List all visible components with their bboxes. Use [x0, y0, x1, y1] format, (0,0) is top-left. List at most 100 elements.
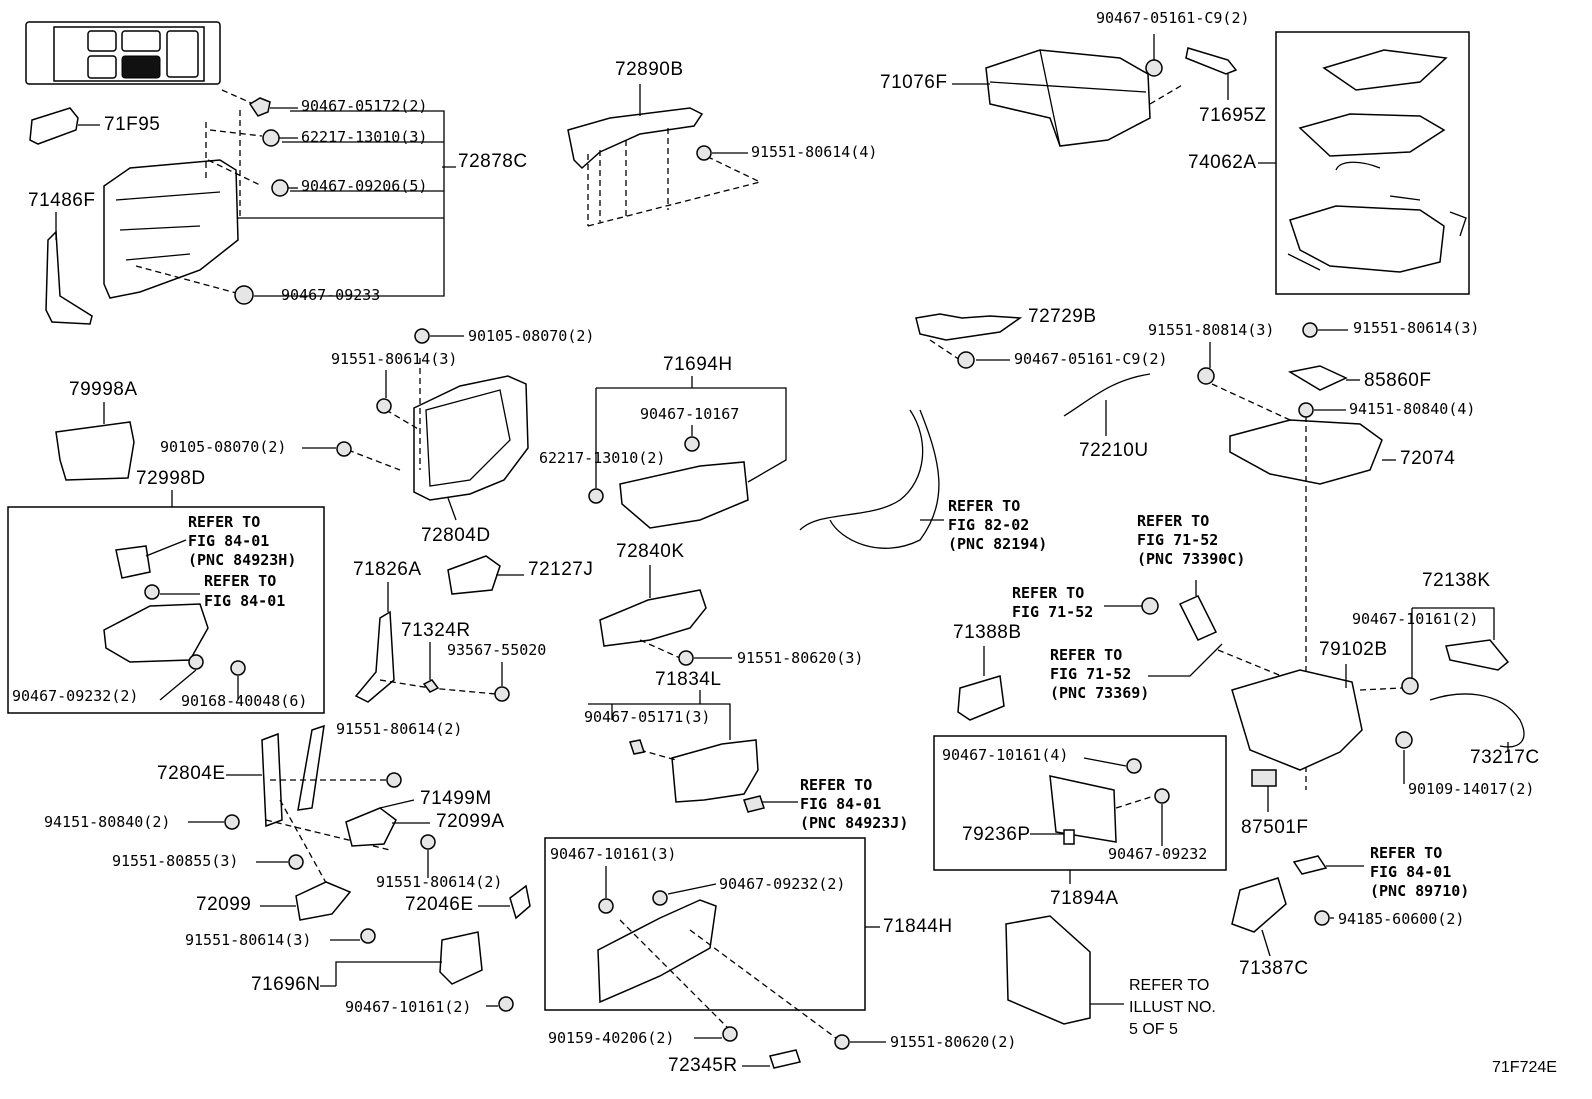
label-62217-13010-3: 62217-13010(3)	[301, 128, 427, 146]
label-71696n: 71696N	[251, 974, 321, 995]
label-72878c: 72878C	[458, 151, 528, 172]
part-72729b	[799, 313, 1023, 549]
label-90109-14017: 90109-14017(2)	[1408, 780, 1534, 798]
label-refer-illust-2: ILLUST NO.	[1129, 999, 1216, 1016]
label-ref-84-01-a3: (PNC 84923H)	[188, 551, 296, 569]
part-72804d	[302, 328, 529, 521]
label-refer-illust-1: REFER TO	[1129, 977, 1209, 994]
part-71696n	[320, 931, 514, 1012]
label-refer-illust-3: 5 OF 5	[1129, 1021, 1178, 1038]
label-91551-80620-3: 91551-80620(3)	[737, 649, 863, 667]
label-72840k: 72840K	[616, 541, 685, 562]
label-diagram-code: 71F724E	[1492, 1059, 1557, 1076]
label-ref-82-02-2: FIG 82-02	[948, 516, 1029, 534]
box-74062a	[1258, 31, 1470, 295]
part-71486f	[45, 212, 93, 325]
label-ref-71-52-b1: REFER TO	[1012, 584, 1084, 602]
label-91551-80814: 91551-80814(3)	[1148, 321, 1274, 339]
label-71324r: 71324R	[401, 620, 471, 641]
label-71f95: 71F95	[104, 114, 160, 135]
box-71844h	[544, 837, 886, 1069]
label-85860f: 85860F	[1364, 370, 1431, 391]
label-90467-09206: 90467-09206(5)	[301, 177, 427, 195]
label-71844h: 71844H	[883, 916, 953, 937]
part-71499m	[345, 799, 436, 878]
label-71388b: 71388B	[953, 622, 1022, 643]
label-79236p: 79236P	[962, 824, 1031, 845]
label-94151-80840-2: 94151-80840(2)	[44, 813, 170, 831]
label-79998a: 79998A	[69, 379, 138, 400]
label-91551-80614-3b: 91551-80614(3)	[1353, 319, 1479, 337]
label-71834l: 71834L	[655, 669, 721, 690]
label-90467-05172: 90467-05172(2)	[301, 97, 427, 115]
part-71076f	[952, 34, 1238, 147]
label-72074: 72074	[1400, 448, 1455, 469]
label-90467-09232-b: 90467-09232	[1108, 845, 1207, 863]
label-71694h: 71694H	[663, 354, 733, 375]
label-ref-84-01-d1: REFER TO	[1370, 844, 1442, 862]
clips-72878c	[234, 97, 298, 305]
part-71694h	[588, 376, 787, 529]
box-71894a	[933, 735, 1227, 884]
label-ref-71-52-a1: REFER TO	[1137, 512, 1209, 530]
label-91551-80614-4: 91551-80614(4)	[751, 143, 877, 161]
part-71f95	[29, 107, 100, 145]
label-ref-71-52-c2: FIG 71-52	[1050, 665, 1131, 683]
label-ref-84-01-d2: FIG 84-01	[1370, 863, 1451, 881]
part-seat-back	[1005, 915, 1124, 1025]
part-71388b	[957, 646, 1005, 721]
label-90105-08070-b: 90105-08070(2)	[160, 438, 286, 456]
box-72998d	[7, 490, 325, 714]
label-90467-05161-c9-b: 90467-05161-C9(2)	[1014, 350, 1168, 368]
label-72890b: 72890B	[615, 59, 684, 80]
label-ref-84-01-c3: (PNC 84923J)	[800, 814, 908, 832]
part-72840k	[599, 565, 732, 666]
label-90467-10161-4: 90467-10161(4)	[942, 746, 1068, 764]
label-90467-09232-c: 90467-09232(2)	[719, 875, 845, 893]
part-72890b	[567, 84, 762, 227]
label-ref-84-01-c1: REFER TO	[800, 776, 872, 794]
label-ref-84-01-a2: FIG 84-01	[188, 532, 269, 550]
label-ref-71-52-a2: FIG 71-52	[1137, 531, 1218, 549]
part-71834l	[588, 690, 798, 813]
label-71387c: 71387C	[1239, 958, 1309, 979]
part-switch	[1104, 580, 1341, 701]
label-72804e: 72804E	[157, 763, 226, 784]
label-93567-55020: 93567-55020	[447, 641, 546, 659]
label-ref-82-02-3: (PNC 82194)	[948, 535, 1047, 553]
labels-layer: 71F95 71486F 90467-05172(2) 62217-13010(3) 9…	[12, 9, 1557, 1076]
label-ref-84-01-a1: REFER TO	[188, 513, 260, 531]
label-90467-09233-a: 90467-09233	[281, 286, 380, 304]
label-ref-71-52-c1: REFER TO	[1050, 646, 1122, 664]
label-91551-80614-3c: 91551-80614(3)	[185, 931, 311, 949]
label-90159-40206: 90159-40206(2)	[548, 1029, 674, 1047]
label-72127j: 72127J	[528, 559, 593, 580]
label-90467-10161-3: 90467-10161(3)	[550, 845, 676, 863]
label-90467-10161-2a: 90467-10161(2)	[1352, 610, 1478, 628]
label-90467-05171: 90467-05171(3)	[584, 708, 710, 726]
part-71826a	[354, 582, 510, 703]
label-ref-84-01-b2: FIG 84-01	[204, 592, 285, 610]
label-90105-08070-a: 90105-08070(2)	[468, 327, 594, 345]
label-91551-80855: 91551-80855(3)	[112, 852, 238, 870]
label-87501f: 87501F	[1241, 817, 1308, 838]
label-ref-71-52-c3: (PNC 73369)	[1050, 684, 1149, 702]
label-ref-82-02-1: REFER TO	[948, 497, 1020, 515]
label-94151-80840-4: 94151-80840(4)	[1349, 400, 1475, 418]
label-72099a: 72099A	[436, 811, 505, 832]
label-90467-05161-c9-a: 90467-05161-C9(2)	[1096, 9, 1250, 27]
label-90467-10161-2b: 90467-10161(2)	[345, 998, 471, 1016]
label-71486f: 71486F	[28, 190, 95, 211]
label-71894a: 71894A	[1050, 888, 1119, 909]
label-94185-60600: 94185-60600(2)	[1338, 910, 1464, 928]
label-ref-84-01-c2: FIG 84-01	[800, 795, 881, 813]
label-74062a: 74062A	[1188, 152, 1257, 173]
label-91551-80620-2: 91551-80620(2)	[890, 1033, 1016, 1051]
label-72138k: 72138K	[1422, 570, 1491, 591]
part-79102b	[1231, 607, 1525, 784]
part-71387c	[1231, 855, 1364, 957]
label-90168-40048: 90168-40048(6)	[181, 692, 307, 710]
label-72099: 72099	[196, 894, 251, 915]
label-72046e: 72046E	[405, 894, 474, 915]
